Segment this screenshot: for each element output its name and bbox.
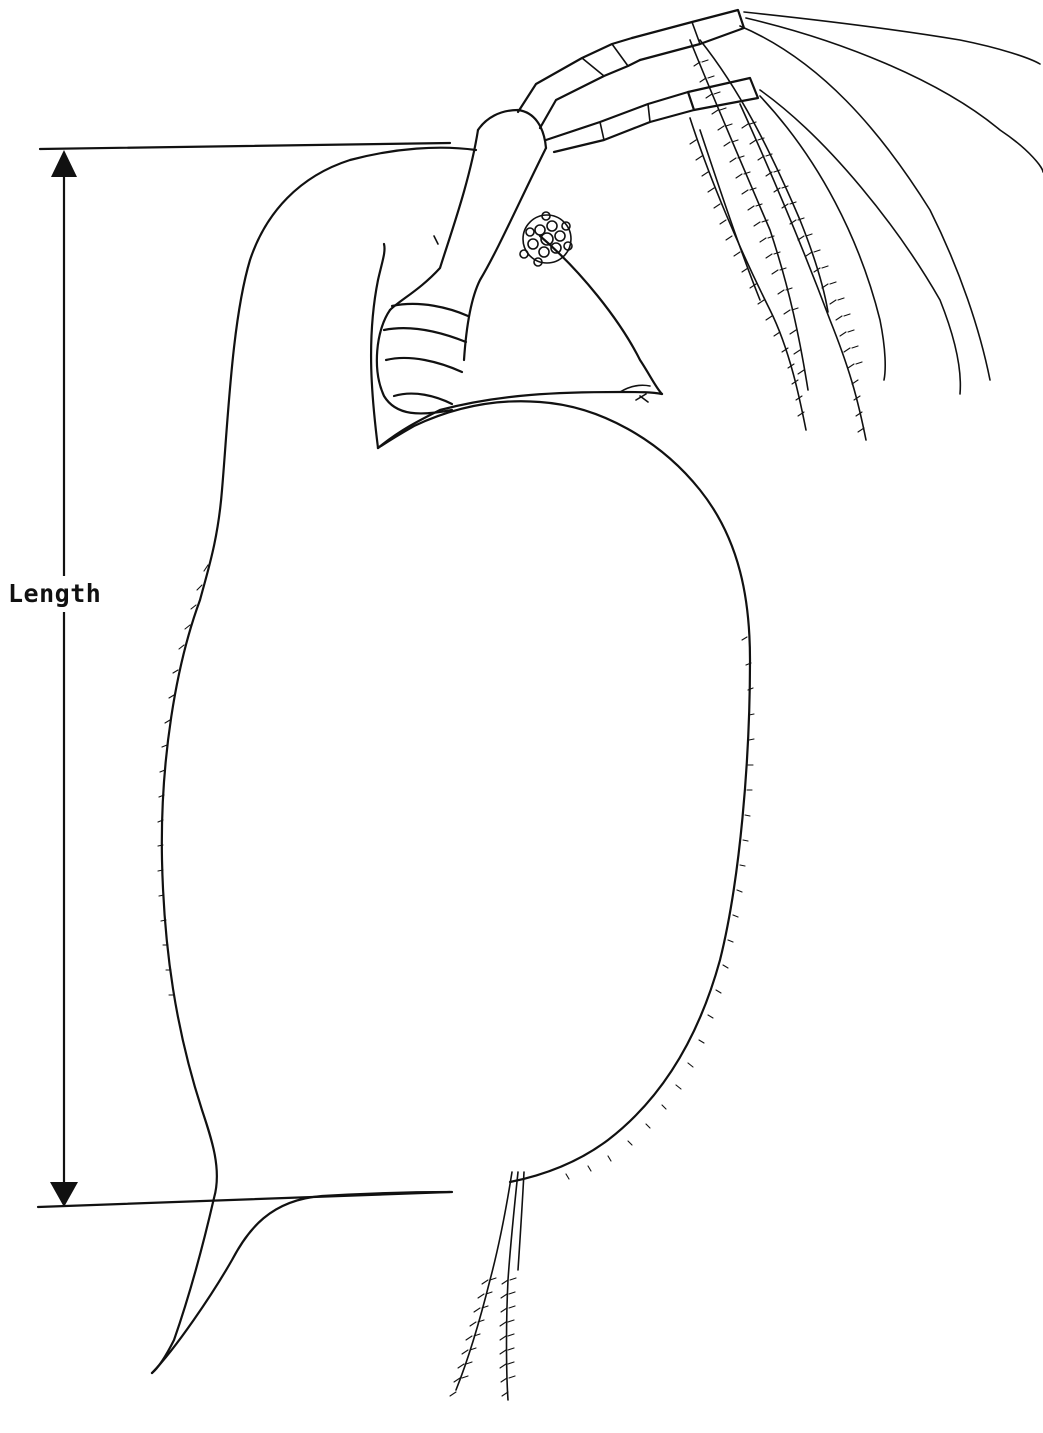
margin-setae	[158, 565, 754, 1179]
top-reference-line	[40, 143, 450, 149]
postabdominal-setae	[450, 1172, 524, 1400]
swimming-setae	[690, 12, 1043, 440]
length-label: Length	[8, 576, 126, 612]
arrowhead-down-icon	[50, 1182, 78, 1207]
carapace-outline	[152, 148, 750, 1373]
length-dimension	[38, 143, 450, 1207]
antenna-rami	[518, 10, 758, 152]
bottom-reference-line	[38, 1192, 450, 1207]
arrowhead-up-icon	[51, 150, 77, 177]
antenna-base	[377, 110, 546, 413]
